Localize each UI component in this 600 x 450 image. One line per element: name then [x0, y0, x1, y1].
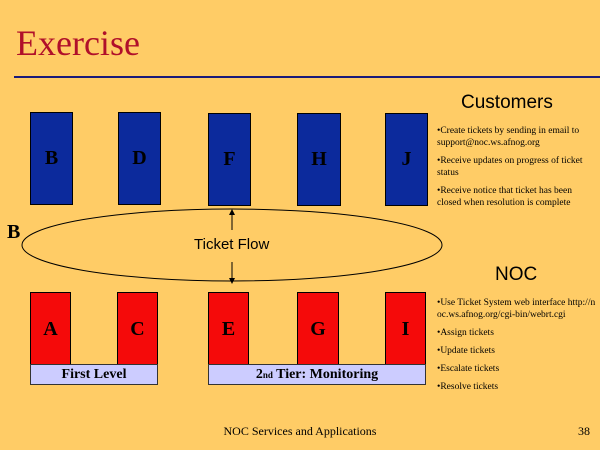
noc-bullet: •Resolve tickets: [437, 382, 499, 392]
customers-heading: Customers: [461, 92, 553, 113]
customer-box-j: J: [385, 113, 428, 206]
noc-bullet: •Escalate tickets: [437, 364, 500, 374]
noc-box-a: A: [30, 292, 71, 366]
noc-bullet: •Use Ticket System web interface http://…: [437, 298, 596, 320]
ticket-flow-label: Ticket Flow: [194, 236, 270, 253]
title-divider: [14, 76, 600, 78]
slide-title: Exercise: [16, 23, 140, 63]
second-tier-text: Tier: Monitoring: [272, 366, 379, 382]
customer-box-h: H: [297, 113, 341, 206]
noc-box-c: C: [117, 292, 158, 366]
customer-box-d: D: [118, 112, 161, 205]
noc-heading: NOC: [495, 264, 538, 285]
noc-box-g: G: [297, 292, 339, 366]
customer-bullet: •Receive updates on progress of ticket s…: [437, 156, 583, 178]
first-level-label: First Level: [30, 364, 158, 385]
noc-box-e: E: [208, 292, 249, 366]
second-tier-number: 2: [255, 366, 263, 382]
customer-box-b: B: [30, 112, 73, 205]
footer-text: NOC Services and Applications: [223, 424, 377, 438]
noc-box-i: I: [385, 292, 426, 366]
customer-box-f: F: [208, 113, 251, 206]
customer-bullet: •Receive notice that ticket has been clo…: [437, 186, 572, 208]
noc-bullet: •Assign tickets: [437, 328, 494, 338]
noc-bullet: •Update tickets: [437, 346, 495, 356]
customer-bullet: •Create tickets by sending in email to s…: [437, 126, 580, 148]
noc-bullets: •Use Ticket System web interface http://…: [437, 297, 597, 399]
second-tier-suffix: nd: [262, 369, 273, 380]
page-number: 38: [578, 424, 590, 438]
customers-bullets: •Create tickets by sending in email to s…: [437, 125, 597, 215]
side-label: B: [7, 221, 21, 243]
